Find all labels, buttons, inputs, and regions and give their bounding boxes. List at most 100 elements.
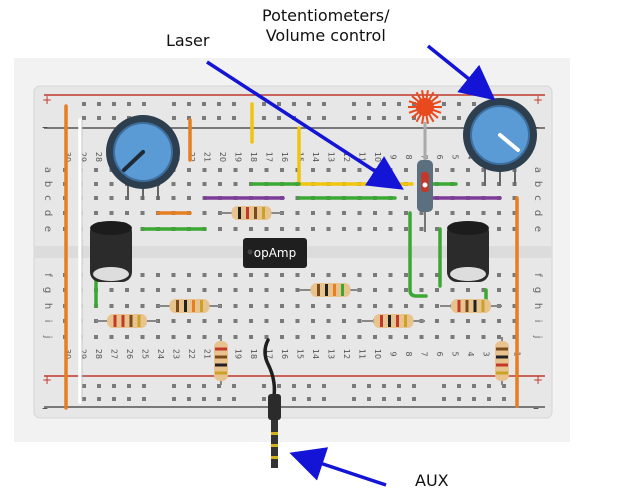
column-number: 10 <box>373 349 382 359</box>
row-letter: j <box>532 335 543 339</box>
hole <box>404 227 408 231</box>
hole <box>171 273 176 277</box>
row-letter: b <box>532 181 543 187</box>
rail-hole <box>457 384 461 388</box>
rail-plus-bottom-left: + <box>42 373 52 387</box>
hole <box>125 288 129 292</box>
rail-minus-top-left: – <box>42 120 48 134</box>
rail-hole <box>457 116 461 120</box>
hole <box>218 182 222 186</box>
rail-hole <box>262 397 266 401</box>
hole <box>295 288 300 292</box>
hole <box>357 304 362 308</box>
row-letter: g <box>42 287 53 293</box>
rail-plus-top-left: + <box>42 93 52 107</box>
rail-hole <box>382 116 386 120</box>
column-number: 22 <box>187 349 196 359</box>
hole <box>109 304 114 308</box>
hole <box>202 288 207 292</box>
rail-hole <box>502 384 506 388</box>
column-number: 24 <box>156 349 165 359</box>
hole <box>388 335 393 339</box>
column-number: 16 <box>280 152 289 162</box>
rail-hole <box>397 384 401 388</box>
rail-hole <box>97 397 101 401</box>
rail-hole <box>367 116 371 120</box>
rail-hole <box>292 397 296 401</box>
hole <box>357 319 362 323</box>
rail-hole <box>97 102 101 106</box>
hole <box>311 168 315 172</box>
row-letter: f <box>42 273 53 277</box>
hole <box>435 288 439 292</box>
hole <box>295 211 300 215</box>
hole <box>264 319 269 323</box>
hole <box>481 319 486 323</box>
hole <box>264 168 269 172</box>
hole <box>249 273 253 277</box>
rail-hole <box>502 397 506 401</box>
hole <box>357 273 362 277</box>
rail-hole <box>127 384 131 388</box>
rail-hole <box>487 384 491 388</box>
hole <box>419 273 424 277</box>
hole <box>187 196 191 200</box>
hole <box>357 335 362 339</box>
rail-hole <box>277 102 281 106</box>
rail-hole <box>397 116 401 120</box>
rail-hole <box>307 397 311 401</box>
rail-hole <box>307 116 311 120</box>
column-number: 20 <box>218 152 227 162</box>
hole <box>249 168 253 172</box>
hole <box>373 304 377 308</box>
hole <box>295 335 300 339</box>
hole <box>388 304 393 308</box>
hole <box>171 182 176 186</box>
rail-hole <box>322 397 326 401</box>
hole <box>342 319 346 323</box>
hole <box>218 227 222 231</box>
hole <box>249 288 253 292</box>
hole <box>202 273 207 277</box>
rail-hole <box>412 397 416 401</box>
hole <box>171 319 176 323</box>
hole <box>264 304 269 308</box>
hole <box>435 227 439 231</box>
hole <box>512 319 517 323</box>
arrow-to-laser <box>206 60 404 190</box>
laser-label: Laser <box>166 31 210 50</box>
rail-hole <box>217 102 221 106</box>
capacitor-right <box>447 221 489 282</box>
rail-hole <box>322 384 326 388</box>
hole <box>249 227 253 231</box>
resistor <box>158 299 221 313</box>
hole <box>202 211 207 215</box>
resistor <box>495 337 509 385</box>
rail-hole <box>187 397 191 401</box>
capacitor-left <box>90 221 132 282</box>
column-number: 3 <box>482 351 491 356</box>
hole <box>295 304 300 308</box>
column-number: 8 <box>404 154 413 159</box>
hole <box>404 335 408 339</box>
rail-hole <box>442 384 446 388</box>
rail-hole <box>97 384 101 388</box>
hole <box>233 182 238 186</box>
rail-hole <box>217 384 221 388</box>
hole <box>249 335 253 339</box>
hole <box>497 288 501 292</box>
potentiometers-label-line1: Potentiometers/ <box>262 6 390 25</box>
arrow-to-aux <box>289 447 387 487</box>
column-number: 17 <box>265 349 274 359</box>
column-number: 7 <box>420 351 429 356</box>
rail-hole <box>202 102 206 106</box>
rail-hole <box>472 384 476 388</box>
column-number: 13 <box>327 152 336 162</box>
hole <box>326 335 331 339</box>
rail-hole <box>187 102 191 106</box>
column-number: 12 <box>342 349 351 359</box>
rail-hole <box>262 116 266 120</box>
hole <box>171 288 176 292</box>
potentiometers-label: Potentiometers/ Volume control <box>262 6 389 46</box>
